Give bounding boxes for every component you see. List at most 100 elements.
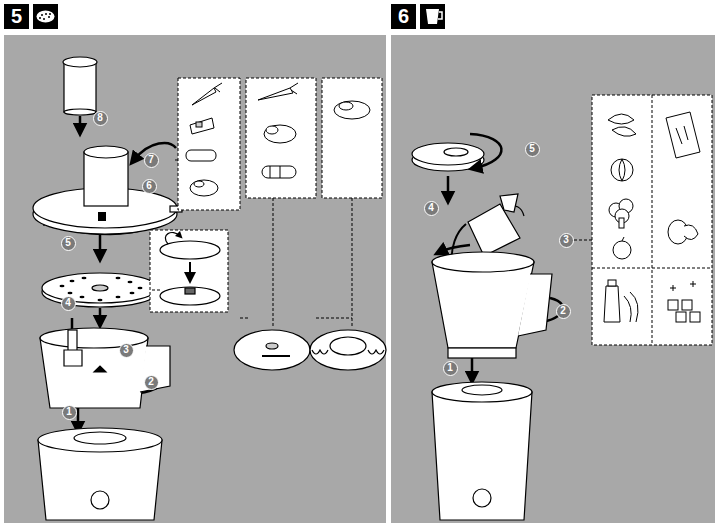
- food-icons-part: [270, 166, 271, 178]
- callout-number: 3: [559, 233, 574, 248]
- alternate-discs-part: [262, 355, 290, 357]
- assembly-arrows-part: [471, 356, 474, 378]
- option-boxes-part: [273, 198, 274, 328]
- motor-base-part: [91, 491, 109, 509]
- blender-lid-part: [412, 143, 484, 165]
- food-icons-part: [192, 88, 216, 105]
- slicing-disc-part-part: [70, 280, 75, 282]
- food-icons-part: [258, 88, 293, 100]
- callout-number: 4: [424, 201, 439, 216]
- ingredient-icons-part: [684, 225, 698, 240]
- step-number-box: 5: [4, 4, 29, 29]
- ingredient-icons-part: [676, 126, 688, 144]
- lid-with-feed-tube-part: [98, 212, 106, 221]
- disc-flip-part: [165, 232, 180, 244]
- blender-jar-part: [448, 348, 516, 358]
- ingredient-box-part: [592, 95, 712, 345]
- header-icons: [33, 4, 445, 29]
- ingredient-icons-part: [668, 300, 678, 310]
- header-icons-part: [33, 4, 58, 29]
- option-boxes-part: [322, 78, 382, 198]
- callout-number: 4: [61, 296, 76, 311]
- ingredient-icons-part: [619, 159, 625, 181]
- food-icons-part: [186, 150, 216, 161]
- alternate-discs-part: [266, 343, 278, 349]
- blender-base-part: [432, 382, 532, 402]
- blender-base-part: [473, 489, 491, 507]
- food-icons-part: [262, 166, 296, 178]
- ingredient-icons-part: [613, 241, 631, 259]
- slicing-disc-part-part: [82, 277, 87, 279]
- callout-number: 1: [443, 361, 458, 376]
- panel-backgrounds-part: [391, 35, 715, 523]
- ingredient-icons-part: [622, 237, 624, 241]
- assembly-arrows-part: [447, 176, 450, 198]
- food-pusher-part: [63, 57, 97, 67]
- blender-base-part: [432, 392, 532, 520]
- callout-number: 8: [93, 111, 108, 126]
- food-icons-part: [214, 83, 222, 92]
- ingredient-box: [574, 95, 712, 345]
- blender-jar-part: [518, 274, 552, 336]
- step-number-box: 6: [391, 4, 416, 29]
- lid-with-feed-tube-part: [84, 152, 128, 206]
- slicing-disc-part-part: [60, 285, 65, 287]
- slicing-disc-part-part: [68, 292, 73, 294]
- food-pusher-part: [64, 109, 96, 115]
- ingredient-icons-part: [624, 292, 638, 322]
- option-boxes-part: [150, 290, 160, 291]
- option-boxes-part: [178, 78, 240, 210]
- slicing-disc-part-part: [130, 292, 135, 294]
- assembly-arrows-part: [470, 134, 501, 168]
- slicing-disc: [42, 273, 158, 307]
- ingredient-icons-part: [670, 281, 696, 291]
- bowl: [40, 328, 170, 408]
- ingredient-icons-part: [612, 127, 636, 136]
- lid-with-feed-tube: [33, 146, 182, 234]
- header-icons-part: [43, 18, 45, 20]
- slicing-disc-part: [92, 285, 108, 291]
- option-boxes-part: [240, 318, 250, 319]
- header-icons-part: [48, 16, 50, 18]
- callout-number: 6: [142, 179, 157, 194]
- header-icons-part: [438, 12, 442, 19]
- food-pusher: [63, 57, 97, 115]
- header-icons-part: [39, 17, 41, 19]
- ingredient-icons-part: [608, 114, 634, 124]
- lid-with-feed-tube-part: [84, 146, 128, 158]
- callout-number: 2: [144, 375, 159, 390]
- slicing-disc-part-part: [138, 287, 143, 289]
- food-pusher-part: [64, 62, 96, 112]
- alternate-discs-part: [234, 330, 310, 370]
- callout-number: 7: [144, 153, 159, 168]
- slicing-disc-part-part: [116, 277, 121, 279]
- bowl-part: [64, 350, 82, 366]
- slicing-disc-part-part: [128, 281, 133, 283]
- panel-backgrounds: [4, 35, 715, 523]
- disc-flip-part: [185, 288, 195, 294]
- header-icons-part: [45, 13, 47, 15]
- option-boxes-part: [175, 160, 178, 161]
- panel-backgrounds-part: [4, 35, 386, 523]
- food-icons-part: [264, 125, 296, 143]
- alternate-discs: [234, 330, 386, 370]
- slicing-disc-part-part: [98, 299, 103, 301]
- food-icons-part: [194, 181, 204, 187]
- disc-flip-part: [160, 241, 220, 259]
- option-boxes-part: [150, 230, 228, 312]
- blender-base-part: [462, 385, 502, 395]
- callout-number: 5: [525, 142, 540, 157]
- callout-number: 1: [62, 405, 77, 420]
- food-icons-part: [196, 122, 202, 127]
- ingredient-icons-part: [676, 312, 686, 322]
- disc-flip-part: [189, 262, 191, 278]
- slicing-disc-part: [42, 273, 158, 303]
- header-icons-part: [37, 11, 55, 23]
- alternate-discs-part: [310, 330, 386, 370]
- ingredient-icons-part: [666, 112, 700, 158]
- food-icons-part: [339, 102, 353, 110]
- step-number: 6: [398, 5, 409, 28]
- food-icons-part: [280, 166, 281, 178]
- blender-jar: [432, 252, 552, 358]
